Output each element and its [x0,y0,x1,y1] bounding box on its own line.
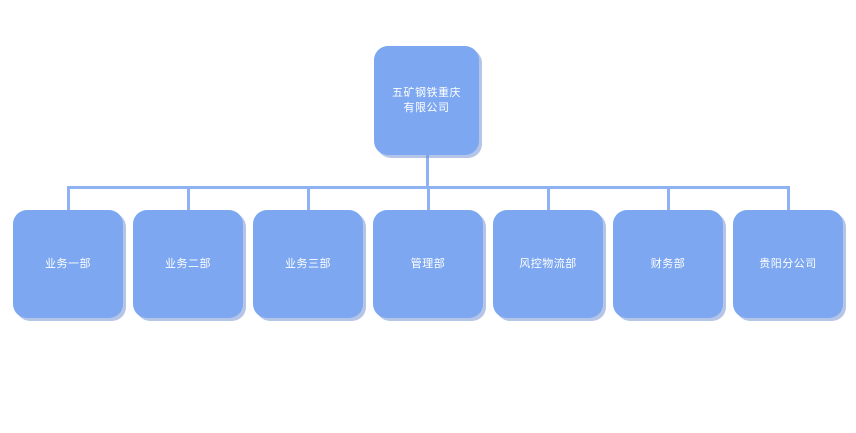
org-node-child-6-label: 财务部 [650,257,686,270]
drop-connector-4 [427,186,430,211]
org-node-child-2[interactable]: 业务二部 [133,210,243,318]
org-node-child-1[interactable]: 业务一部 [13,210,123,318]
org-node-child-2-label: 业务二部 [165,257,211,270]
org-node-child-1-label: 业务一部 [45,257,91,270]
org-node-child-3-label: 业务三部 [285,257,331,270]
org-node-child-4-label: 管理部 [410,257,446,270]
org-node-root[interactable]: 五矿钢铁重庆 有限公司 [374,46,479,155]
org-node-child-5-label: 风控物流部 [519,257,577,270]
drop-connector-2 [187,186,190,211]
org-node-child-3[interactable]: 业务三部 [253,210,363,318]
drop-connector-7 [787,186,790,211]
drop-connector-1 [67,186,70,211]
root-stem-connector [426,155,429,189]
org-node-child-6[interactable]: 财务部 [613,210,723,318]
org-node-child-4[interactable]: 管理部 [373,210,483,318]
drop-connector-5 [547,186,550,211]
drop-connector-3 [307,186,310,211]
drop-connector-6 [667,186,670,211]
org-node-child-5[interactable]: 风控物流部 [493,210,603,318]
org-node-child-7-label: 贵阳分公司 [759,257,817,270]
org-node-root-label: 五矿钢铁重庆 有限公司 [392,86,461,114]
org-node-child-7[interactable]: 贵阳分公司 [733,210,843,318]
